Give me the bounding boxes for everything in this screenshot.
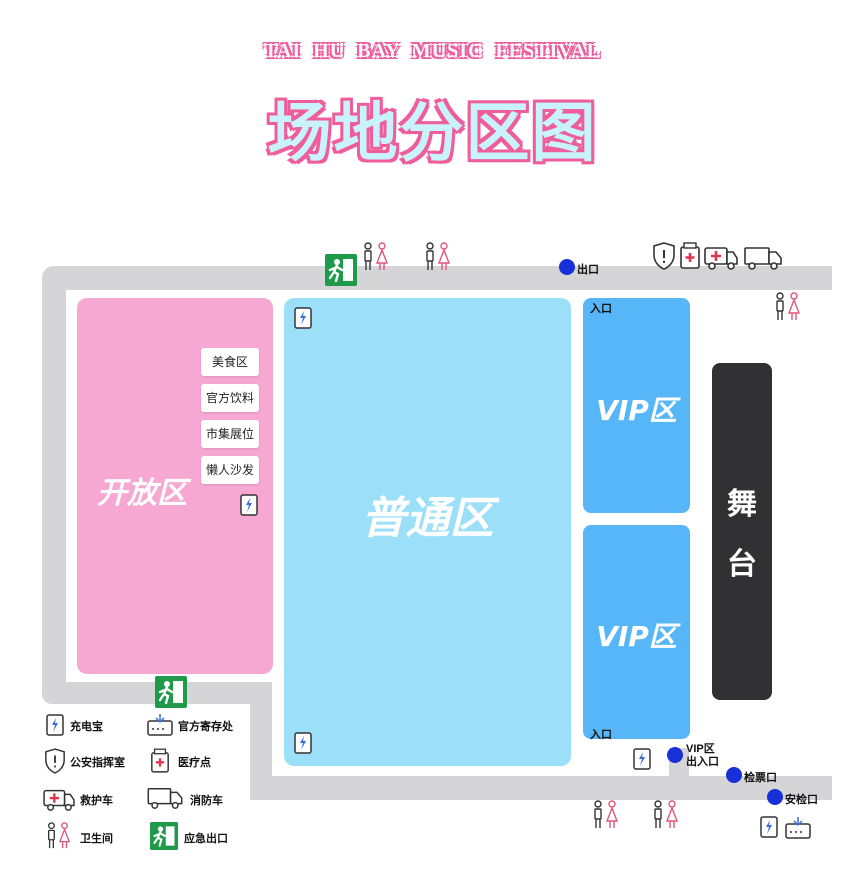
legend-label-emergency-exit: 应急出口 (184, 833, 228, 845)
restroom-icon (426, 242, 451, 270)
stage-label-line1: 舞 (727, 487, 757, 522)
legend-label-power-bank: 充电宝 (70, 721, 103, 733)
emergency-exit-icon (325, 254, 357, 286)
security-check-label: 安检口 (785, 794, 818, 806)
restroom-icon (654, 800, 679, 828)
stage-label-line2: 台 (727, 547, 757, 582)
ticket-check-label: 检票口 (744, 772, 777, 784)
legend-label-storage: 官方寄存处 (178, 721, 233, 733)
ambulance-icon (704, 247, 738, 270)
legend-label-police: 公安指挥室 (70, 757, 125, 769)
booth-sofa: 懒人沙发 (201, 456, 259, 484)
vip-zone-bottom-label: VIP区 (596, 620, 677, 653)
vip-zone-top (583, 298, 690, 513)
vip-zone-bottom (583, 525, 690, 739)
security-check-dot (767, 789, 783, 805)
power-bank-icon (760, 816, 778, 838)
restroom-icon (776, 292, 801, 320)
vip-top-entrance-label: 入口 (590, 303, 612, 315)
medical-icon (151, 748, 169, 773)
legend: 充电宝 官方寄存处 公安指挥室 医疗点 救护车 消防车 卫生间 应急出口 (42, 710, 242, 860)
road-connector (250, 682, 272, 800)
ambulance-icon (43, 789, 75, 811)
open-zone-label: 开放区 (97, 476, 187, 511)
power-bank-icon (294, 732, 312, 754)
fire-truck-icon (744, 247, 782, 270)
police-shield-icon (45, 748, 65, 774)
booth-market: 市集展位 (201, 420, 259, 448)
exit-gate-label: 出口 (577, 264, 599, 276)
power-bank-icon (294, 307, 312, 329)
storage-icon (147, 714, 173, 736)
emergency-exit-icon (155, 676, 187, 708)
legend-label-restroom: 卫生间 (80, 833, 113, 845)
exit-gate-dot (559, 259, 575, 275)
restroom-icon (364, 242, 389, 270)
road-left (42, 266, 66, 704)
festival-subtitle: TAI HU BAY MUSIC FESTIVAL (264, 40, 601, 62)
power-bank-icon (633, 748, 651, 770)
fire-truck-icon (147, 787, 183, 809)
police-shield-icon (653, 242, 675, 270)
restroom-icon (48, 822, 71, 849)
booth-food: 美食区 (201, 348, 259, 376)
road-top (42, 266, 832, 290)
regular-zone (284, 298, 571, 766)
power-bank-icon (240, 494, 258, 516)
page-title: 场地分区图 (267, 97, 598, 171)
legend-label-fire-truck: 消防车 (190, 795, 223, 807)
booth-drinks: 官方饮料 (201, 384, 259, 412)
legend-label-medical: 医疗点 (178, 757, 211, 769)
vip-gate-dot (667, 747, 683, 763)
storage-icon (785, 817, 811, 839)
power-bank-icon (46, 714, 64, 736)
stage: 舞 台 (712, 363, 772, 700)
vip-bottom-entrance-label: 入口 (590, 729, 612, 741)
legend-label-ambulance: 救护车 (80, 795, 113, 807)
medical-icon (680, 242, 700, 269)
vip-zone-top-label: VIP区 (596, 394, 677, 427)
regular-zone-label: 普通区 (361, 493, 494, 544)
vip-gate-label-line1: VIP区 (686, 743, 715, 755)
emergency-exit-icon (150, 822, 178, 850)
restroom-icon (594, 800, 619, 828)
ticket-check-dot (726, 767, 742, 783)
vip-gate-label-line2: 出入口 (686, 756, 719, 768)
